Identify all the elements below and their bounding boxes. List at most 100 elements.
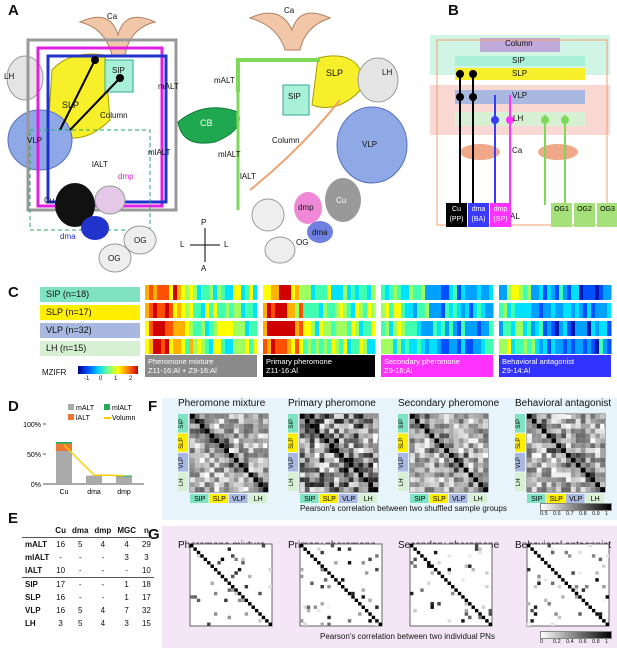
c-heat-cell — [595, 285, 600, 300]
c-heat-cell — [335, 285, 340, 300]
matrix-cell — [329, 433, 335, 439]
matrix-cell — [300, 418, 305, 424]
panel-a-diagram — [6, 12, 408, 273]
c-heat-cell — [217, 285, 222, 300]
matrix-cell — [343, 472, 349, 478]
c-heat-cell — [307, 321, 312, 336]
matrix-cell — [320, 567, 324, 572]
matrix-cell — [368, 462, 374, 468]
f-axis-swatch — [288, 472, 298, 491]
e-table-cell: 1 — [124, 593, 129, 602]
matrix-cell — [410, 438, 415, 444]
matrix-cell — [248, 428, 254, 434]
c-heat-cell — [197, 285, 202, 300]
c-heat-cell — [555, 285, 560, 300]
matrix-cell — [434, 448, 440, 453]
matrix-cell — [373, 453, 378, 458]
matrix-cell — [204, 414, 210, 419]
matrix-cell — [199, 482, 205, 488]
matrix-cell — [437, 571, 441, 575]
c-row-label: SLP (n=17) — [40, 305, 140, 320]
c-heat-cell — [413, 321, 418, 336]
matrix-cell — [463, 438, 469, 444]
c-heat-cell — [385, 339, 390, 354]
matrix-cell — [483, 487, 488, 492]
matrix-cell — [368, 482, 374, 488]
matrix-cell — [551, 462, 557, 468]
c-heat-cell — [193, 285, 198, 300]
matrix-cell — [300, 544, 304, 548]
matrix-cell — [531, 453, 537, 458]
matrix-cell — [541, 423, 547, 429]
a-left-dma: dma — [60, 232, 76, 241]
matrix-cell — [473, 414, 479, 419]
matrix-cell — [590, 414, 596, 419]
matrix-cell — [214, 487, 220, 492]
b-glomerulus-sub: (BA) — [471, 216, 486, 223]
matrix-cell — [590, 453, 596, 458]
c-heat-cell — [381, 339, 386, 354]
matrix-cell — [319, 482, 325, 488]
e-table-cell: 3 — [124, 553, 129, 562]
matrix-cell — [424, 462, 430, 468]
matrix-cell — [353, 438, 359, 444]
matrix-cell — [339, 418, 344, 424]
matrix-cell — [309, 472, 315, 478]
e-table-cell: - — [101, 566, 105, 575]
c-heat-cell — [397, 303, 402, 318]
matrix-cell — [600, 487, 605, 492]
c-heat-cell — [499, 321, 504, 336]
matrix-cell — [429, 438, 435, 444]
c-heat-cell — [389, 303, 394, 318]
matrix-cell — [209, 448, 215, 453]
c-heat-cell — [425, 339, 430, 354]
c-heat-cell — [165, 285, 170, 300]
matrix-cell — [463, 477, 469, 483]
c-heat-cell — [169, 339, 174, 354]
c-heat-cell — [181, 303, 186, 318]
c-heat-cell — [433, 303, 438, 318]
matrix-cell — [324, 448, 330, 453]
c-heat-cell — [303, 321, 308, 336]
matrix-cell — [561, 428, 566, 434]
matrix-cell — [478, 453, 484, 458]
f-axis-swatch — [410, 494, 429, 503]
c-heat-cell — [363, 285, 368, 300]
c-heat-cell — [469, 285, 474, 300]
matrix-cell — [595, 482, 601, 488]
matrix-cell — [229, 414, 234, 419]
c-heat-cell — [523, 321, 528, 336]
a-right-dmp: dmp — [298, 203, 314, 212]
matrix-cell — [353, 472, 359, 478]
matrix-cell — [600, 414, 605, 419]
matrix-cell — [473, 482, 479, 488]
c-heat-cell — [267, 285, 272, 300]
matrix-cell — [253, 457, 259, 463]
f-axis-label-x: SLP — [433, 496, 447, 503]
matrix-cell — [229, 453, 234, 458]
matrix-cell — [196, 598, 201, 603]
matrix-cell — [220, 557, 225, 562]
matrix-cell — [483, 457, 488, 463]
matrix-cell — [304, 443, 310, 449]
matrix-cell — [439, 487, 445, 492]
e-table-cell: 4 — [100, 619, 106, 628]
matrix-cell — [309, 438, 315, 444]
matrix-cell — [458, 414, 464, 419]
matrix-cell — [574, 591, 579, 596]
matrix-cell — [319, 457, 325, 463]
matrix-cell — [570, 418, 576, 424]
matrix-cell — [483, 448, 488, 453]
e-header-cell — [22, 524, 53, 538]
matrix-cell — [248, 487, 254, 492]
matrix-cell — [320, 602, 324, 606]
matrix-cell — [580, 487, 586, 492]
c-heat-cell — [287, 285, 292, 300]
matrix-cell — [254, 608, 259, 613]
matrix-cell — [224, 578, 228, 582]
f-axis-label-x: SIP — [304, 496, 316, 503]
c-heat-cell — [449, 339, 454, 354]
matrix-cell — [334, 438, 339, 444]
c-heat-cell — [221, 303, 226, 318]
